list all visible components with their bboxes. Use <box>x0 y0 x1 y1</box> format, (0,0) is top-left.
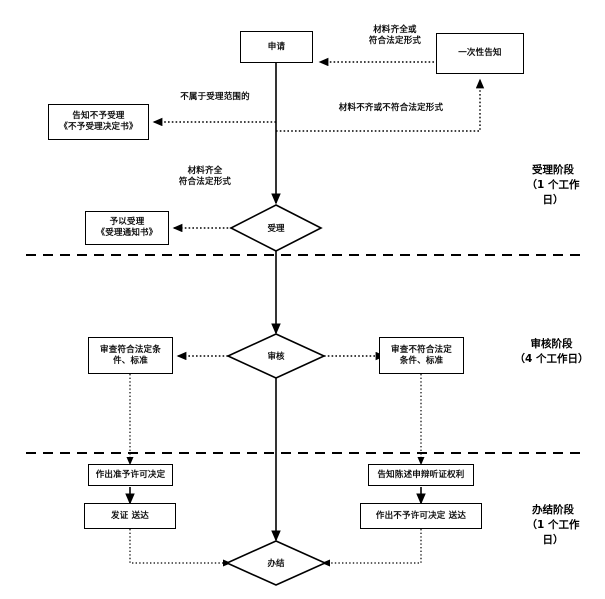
node-issue-deliver[interactable]: 发证 送达 <box>84 503 176 529</box>
edge-label-materials-complete-or-legal: 材料齐全或 符合法定形式 <box>368 25 422 47</box>
node-notice-reject-line1: 告知不予受理 <box>72 111 125 122</box>
edge-issue-to-complete <box>129 529 232 567</box>
node-one-time-notice[interactable]: 一次性告知 <box>436 33 524 74</box>
node-complete-label: 办结 <box>267 559 285 569</box>
node-grant-decision-label: 作出准予许可决定 <box>95 469 166 480</box>
node-deny-decision-label: 作出不予许可决定 送达 <box>375 510 467 521</box>
edge-label-materials-incomplete: 材料不齐或不符合法定形式 <box>338 103 444 113</box>
node-grant-decision[interactable]: 作出准予许可决定 <box>88 464 173 486</box>
node-one-time-notice-label: 一次性告知 <box>458 48 502 59</box>
node-accept-diamond <box>229 204 323 252</box>
stage-label-review: 审核阶段 （4 个工作日） <box>514 338 589 366</box>
node-review-fail[interactable]: 审查不符合法定 条件、标准 <box>379 337 464 374</box>
node-review-label: 审核 <box>267 352 285 362</box>
edge-deny-to-complete <box>321 529 422 567</box>
stage-label-completion: 办结阶段 （1 个工作 日） <box>526 504 580 547</box>
edge-label-out-of-scope: 不属于受理范围的 <box>180 92 250 102</box>
node-review-fail-line1: 审查不符合法定 <box>391 344 452 355</box>
node-rights-notice-label: 告知陈述申辩听证权利 <box>377 469 465 480</box>
node-complete-diamond <box>225 540 327 586</box>
node-notice-reject-line2: 《不予受理决定书》 <box>59 122 138 132</box>
node-rights-notice[interactable]: 告知陈述申辩听证权利 <box>368 464 474 486</box>
node-review-diamond <box>226 333 326 379</box>
node-review-pass[interactable]: 审查符合法定条 件、标准 <box>88 337 173 374</box>
node-accept-notice[interactable]: 予以受理 《受理通知书》 <box>85 211 169 245</box>
node-review-pass-line2: 件、标准 <box>113 355 148 366</box>
node-issue-deliver-label: 发证 送达 <box>111 510 149 521</box>
node-apply[interactable]: 申请 <box>240 31 313 63</box>
edge-label-materials-complete-legal: 材料齐全 符合法定形式 <box>178 166 232 188</box>
node-apply-label: 申请 <box>267 41 286 52</box>
node-accept-notice-line1: 予以受理 <box>109 217 145 228</box>
node-deny-decision[interactable]: 作出不予许可决定 送达 <box>360 503 482 529</box>
node-notice-reject[interactable]: 告知不予受理 《不予受理决定书》 <box>48 104 149 140</box>
stage-label-acceptance: 受理阶段 （1 个工作 日） <box>526 164 580 207</box>
node-review-fail-line2: 条件、标准 <box>399 355 444 366</box>
node-review-pass-line1: 审查符合法定条 <box>100 344 161 355</box>
node-accept-notice-line2: 《受理通知书》 <box>96 228 158 238</box>
node-accept-label: 受理 <box>267 224 285 234</box>
